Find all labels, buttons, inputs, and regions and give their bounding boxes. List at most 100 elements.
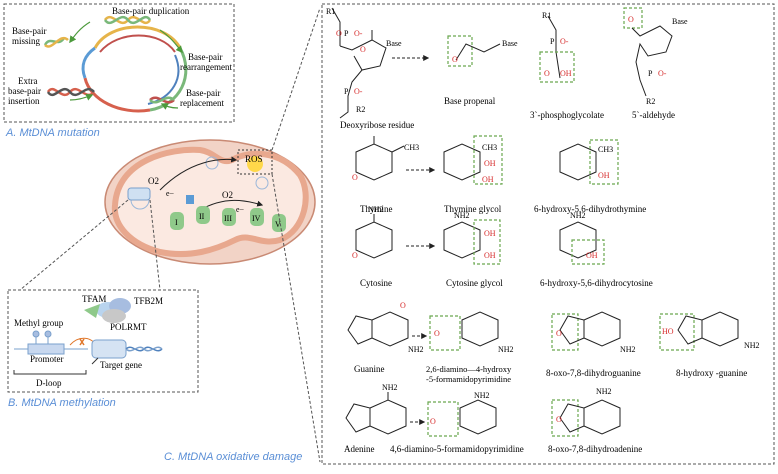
atom-nh2: NH2 [474, 391, 490, 400]
atom-ch3: CH3 [404, 143, 419, 152]
adenine-structure [345, 392, 407, 435]
atom-oh: OH [586, 251, 598, 260]
panel-a-frame [3, 3, 235, 123]
atom-o-minus: O- [354, 29, 363, 38]
ros-box [237, 149, 273, 175]
name-deoxyribose: Deoxyribose residue [340, 120, 414, 130]
atom-o: O [360, 45, 366, 54]
name-phosphoglycolate: 3`-phosphoglycolate [530, 110, 604, 120]
atom-ch3: CH3 [482, 143, 497, 152]
label-dloop: D-loop [36, 378, 62, 388]
complex-v [272, 214, 286, 232]
transcript-helix-icon [125, 346, 163, 352]
atom-nh2: NH2 [744, 341, 760, 350]
caption-c: C. MtDNA oxidative damage [164, 451, 302, 463]
oxog-structure [551, 311, 621, 351]
cytosine-glycol-structure [443, 219, 501, 265]
label-extra-2: base-pair [8, 86, 41, 96]
hd-thymine-structure [559, 139, 619, 185]
cytosine-structure [355, 214, 393, 259]
atom-base: Base [672, 17, 688, 26]
name-oxog: 8-oxo-7,8-dihydroguanine [546, 368, 641, 378]
complex-iv-label: IV [252, 214, 261, 223]
name-fapyg-2: -5-formamidopyrimidine [426, 374, 511, 384]
name-thymine-glycol: Thymine glycol [444, 204, 502, 214]
atom-r2: R2 [356, 105, 365, 114]
label-duplication: Base-pair duplication [112, 6, 190, 16]
aldehyde-structure [623, 7, 673, 97]
atom-oh: OH [484, 229, 496, 238]
label-rearr-2: rearrangement [180, 62, 232, 72]
vesicle [255, 176, 269, 190]
atom-base: Base [386, 39, 402, 48]
panel-b: TFAM TFB2M POLRMT Methyl group Promoter … [7, 289, 199, 393]
complex-ii-label: II [199, 212, 205, 221]
atom-o: O [352, 251, 358, 260]
fapyg-structure [429, 311, 499, 351]
atom-o: O [452, 55, 458, 64]
name-hd-cytosine: 6-hydroxy-5,6-dihydrocytosine [540, 278, 653, 288]
name-adenine: Adenine [344, 444, 375, 454]
complex-group: I II III IV V [170, 206, 286, 232]
name-aldehyde: 5`-aldehyde [632, 110, 675, 120]
atom-p: P [344, 29, 349, 38]
label-promoter: Promoter [30, 354, 64, 364]
label-polrmt: POLRMT [110, 322, 147, 332]
complex-carrier [186, 195, 194, 204]
name-cytosine: Cytosine [360, 278, 392, 288]
electron-label-1: e− [166, 189, 175, 198]
label-target: Target gene [100, 360, 142, 370]
guide-line [271, 7, 321, 151]
promoter-box [27, 343, 65, 355]
name-propenal: Base propenal [444, 96, 496, 106]
fapya-structure [427, 399, 497, 437]
atom-o-minus: O- [560, 37, 569, 46]
atom-p: P [648, 69, 653, 78]
atom-ho: HO [662, 327, 674, 336]
name-fapyg-1: 2,6-diamino—4-hydroxy [426, 364, 512, 374]
block-x-icon [79, 338, 85, 346]
guide-line [271, 173, 321, 463]
label-repl-2: replacement [180, 98, 224, 108]
label-extra-3: insertion [8, 96, 40, 106]
panel-c: R1 O P O- Base O P O- R2 Deoxyribose res… [321, 3, 775, 465]
atom-o: O [556, 415, 562, 424]
propenal-structure [447, 35, 501, 67]
atom-p: P [550, 37, 555, 46]
atom-ch3: CH3 [598, 145, 613, 154]
atom-o: O [430, 417, 436, 426]
mitochondrion: ROS O2 e− O2 e− I II III IV V [19, 7, 321, 463]
complex-v-label: V [275, 220, 281, 229]
complex-ii [196, 206, 210, 224]
name-oxoa: 8-oxo-7,8-dihydroadenine [548, 444, 642, 454]
caption-a: A. MtDNA mutation [5, 127, 100, 139]
atom-nh2: NH2 [498, 345, 514, 354]
atom-nh2: NH2 [620, 345, 636, 354]
panel-b-frame [7, 289, 199, 393]
mtdna-icon [127, 187, 151, 201]
atom-oh: OH [560, 69, 572, 78]
atom-nh2: NH2 [368, 205, 384, 214]
label-extra-1: Extra [18, 76, 38, 86]
atom-nh2: NH2 [382, 383, 398, 392]
atom-oh: OH [484, 159, 496, 168]
mito-inner [111, 146, 309, 258]
atom-o: O [628, 15, 634, 24]
oxoa-structure [551, 399, 621, 437]
tfam-icon [84, 304, 100, 318]
label-tfb2m: TFB2M [134, 296, 163, 306]
atom-o-minus: O- [354, 87, 363, 96]
vesicle [205, 156, 219, 170]
panel-a: Base-pair duplication Base-pair missing … [3, 3, 235, 123]
polrmt-icon [96, 298, 131, 323]
deoxyribose-structure [331, 7, 387, 119]
atom-o: O [352, 173, 358, 182]
guide-line [19, 199, 129, 291]
label-missing-2: missing [12, 36, 41, 46]
panel-c-frame [321, 3, 775, 465]
atom-o: O [336, 29, 342, 38]
phosphoglycolate-structure [539, 15, 575, 83]
ohg-structure [659, 311, 739, 351]
